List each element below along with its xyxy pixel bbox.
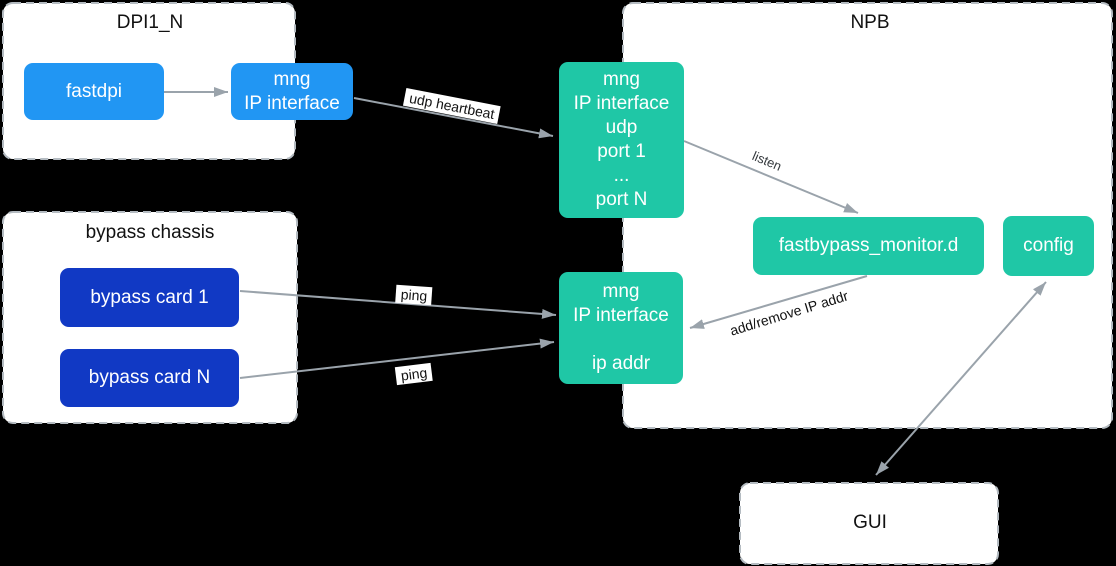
node-npb-udp-line-3: udp xyxy=(605,117,638,138)
edge-udp-heartbeat xyxy=(353,97,554,139)
edge-ping-2 xyxy=(239,338,555,379)
node-fastbypass-monitor-label: fastbypass_monitor.d xyxy=(778,235,959,256)
node-npb-ip-line-2: IP interface xyxy=(573,305,669,326)
group-title-gui: GUI xyxy=(853,512,887,533)
node-bypass-card-n-label: bypass card N xyxy=(88,367,211,388)
node-config-label: config xyxy=(1023,235,1074,256)
group-title-npb: NPB xyxy=(850,12,890,33)
edge-label-ping-1: ping xyxy=(395,284,433,306)
node-dpi-mng-line-2: IP interface xyxy=(244,92,340,114)
node-fastbypass-monitor: fastbypass_monitor.d xyxy=(753,217,984,275)
node-npb-udp-line-5: ... xyxy=(613,165,630,186)
group-title-dpi: DPI1_N xyxy=(116,12,184,33)
node-npb-udp-line-2: IP interface xyxy=(573,93,670,114)
node-fastdpi-label: fastdpi xyxy=(66,80,122,102)
node-npb-udp-line-1: mng xyxy=(603,69,640,90)
node-npb-udp-line-4: port 1 xyxy=(597,141,646,162)
node-fastdpi: fastdpi xyxy=(24,63,164,120)
edge-ping-1 xyxy=(239,290,557,319)
node-dpi-mng-line-1: mng xyxy=(273,68,311,90)
node-dpi-mng-ip-interface: mng IP interface xyxy=(231,63,353,120)
node-npb-mng-udp-ports: mng IP interface udp port 1 ... port N xyxy=(559,62,684,218)
node-npb-ip-line-4: ip addr xyxy=(591,353,651,374)
group-title-bypass-chassis: bypass chassis xyxy=(85,222,215,243)
node-npb-udp-line-6: port N xyxy=(595,189,648,210)
edge-add-remove-ip-addr xyxy=(689,275,868,329)
edge-listen xyxy=(683,140,859,214)
node-npb-mng-ip-addr: mng IP interface ip addr xyxy=(559,272,683,384)
node-npb-ip-line-1: mng xyxy=(602,281,640,302)
node-config: config xyxy=(1003,216,1094,276)
node-bypass-card-n: bypass card N xyxy=(60,349,239,407)
edge-config-gui xyxy=(875,281,1047,476)
node-bypass-card-1: bypass card 1 xyxy=(60,268,239,327)
node-bypass-card-1-label: bypass card 1 xyxy=(90,286,209,308)
group-gui-border xyxy=(739,482,999,565)
